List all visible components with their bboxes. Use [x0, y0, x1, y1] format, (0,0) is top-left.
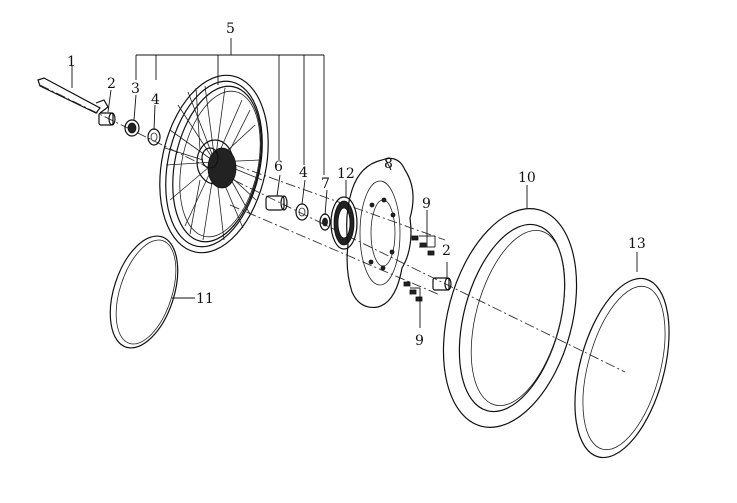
seal-right: [319, 213, 331, 231]
spacer-left: [98, 112, 116, 126]
leader-lines: [71, 38, 638, 328]
rim-tape: [574, 277, 670, 459]
callout-2-left: 2: [107, 76, 116, 92]
callout-2-right: 2: [442, 243, 451, 259]
callout-9-lower: 9: [415, 333, 424, 349]
callout-5: 5: [226, 21, 235, 37]
spokes: [164, 85, 263, 241]
callout-7: 7: [321, 176, 330, 192]
disc-bolts-lower: [403, 281, 423, 302]
callout-10: 10: [518, 170, 536, 186]
bearing-left: [147, 128, 161, 146]
callout-8: 8: [384, 156, 393, 172]
tyre: [442, 208, 578, 428]
callout-4-right: 4: [299, 165, 308, 181]
spacer-right: [432, 277, 452, 291]
callout-12: 12: [337, 166, 355, 182]
hub-spacer: [265, 195, 288, 211]
callout-9-upper: 9: [422, 196, 431, 212]
callout-4-left: 4: [151, 92, 160, 108]
callout-6: 6: [274, 159, 283, 175]
abs-tone-ring: [330, 196, 358, 250]
disc-bolts-upper: [411, 235, 435, 256]
bearing-right: [295, 203, 309, 221]
callout-11: 11: [196, 291, 214, 307]
bolt-axis-lower: [229, 204, 441, 296]
axle: [37, 77, 109, 114]
brake-disc: [346, 157, 414, 309]
callout-13: 13: [628, 236, 646, 252]
callout-3: 3: [131, 81, 140, 97]
seal-left: [124, 119, 140, 137]
wheel-rim: [159, 74, 269, 254]
callout-1: 1: [67, 54, 76, 70]
rim-band: [109, 235, 179, 349]
